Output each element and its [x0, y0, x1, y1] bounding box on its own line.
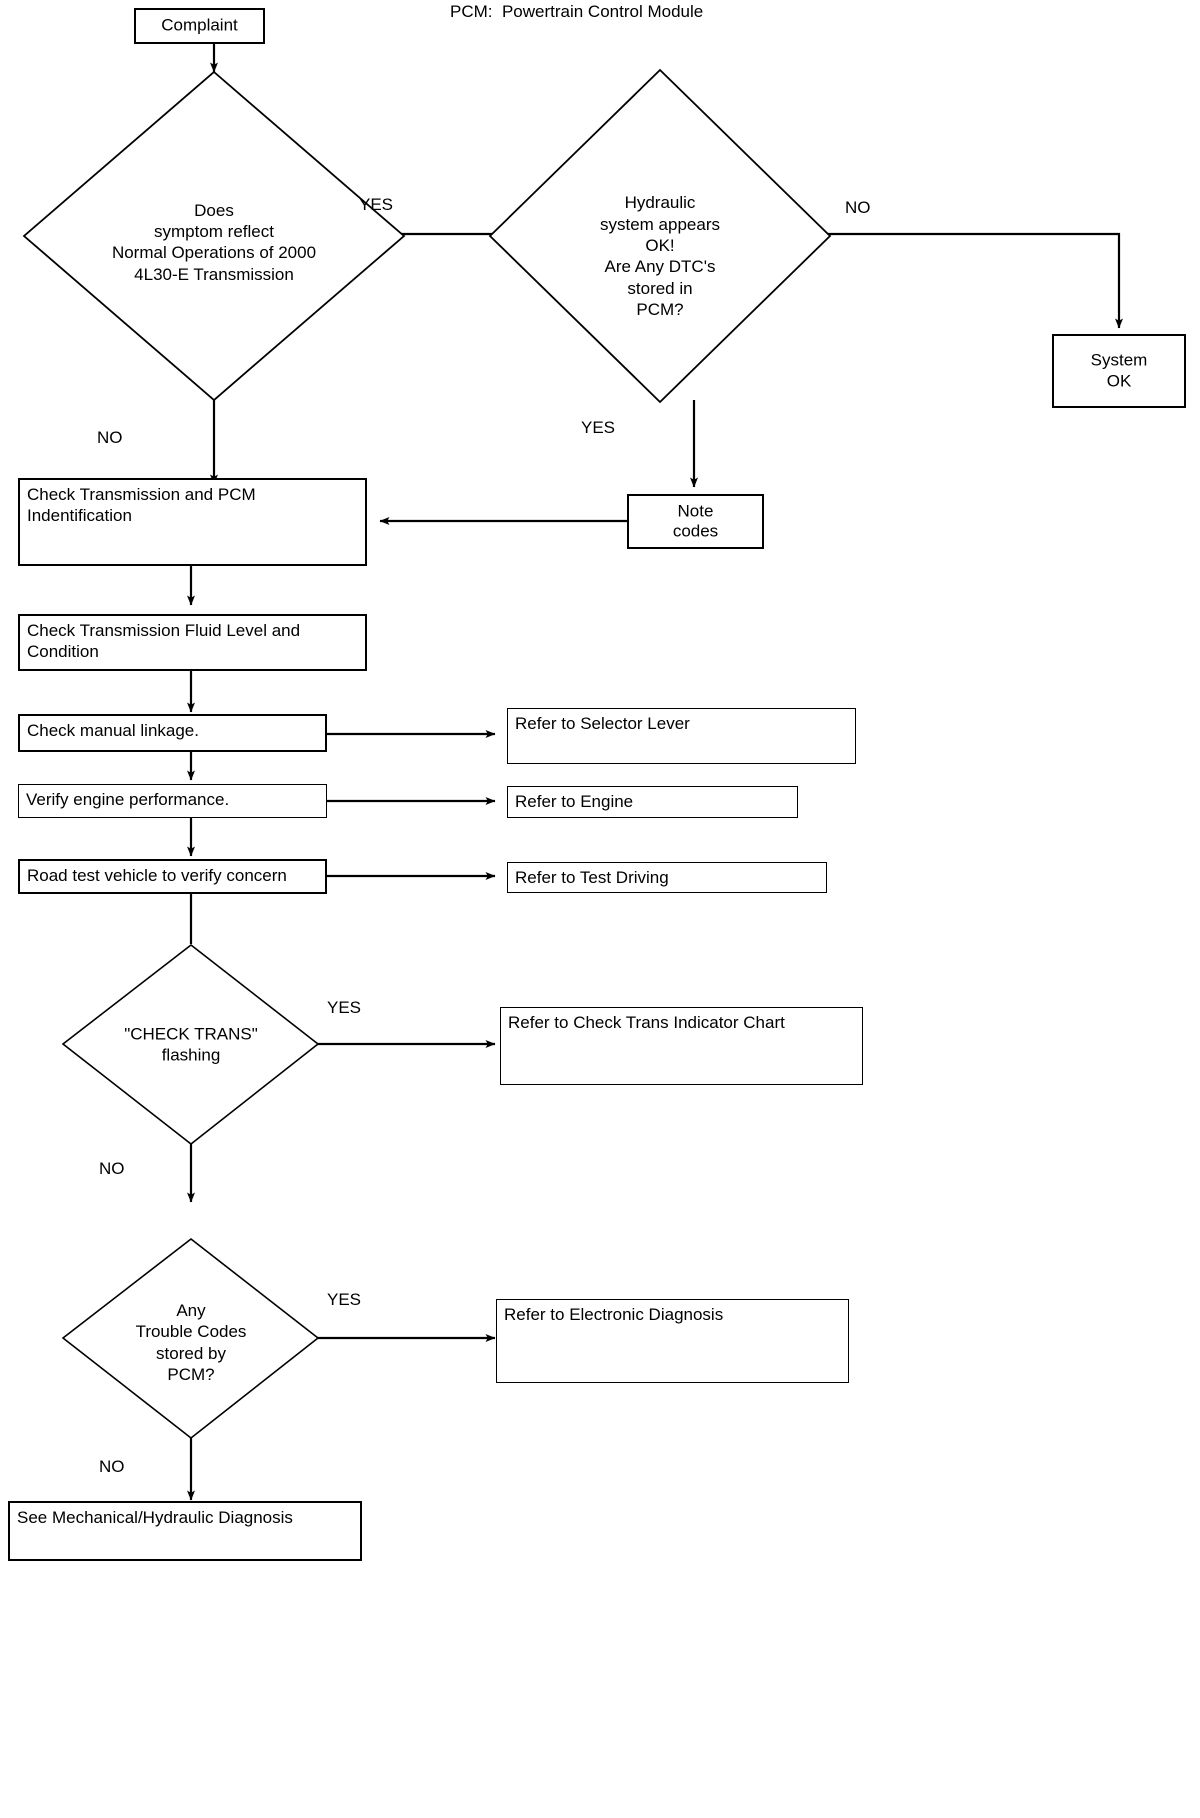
edge-label-flashing-yes: YES	[327, 998, 362, 1017]
node-hydraulic-ok-decision[interactable]: Hydraulic system appears OK! Are Any DTC…	[488, 68, 832, 404]
node-refer-to-engine-label: Refer to Engine	[515, 792, 634, 811]
node-see-mechanical-hydraulic-diagnosis[interactable]: See Mechanical/Hydraulic Diagnosis	[8, 1501, 362, 1561]
node-complaint-label: Complaint	[161, 15, 238, 35]
node-check-trans-flashing-label: "CHECK TRANS" flashing	[124, 1024, 258, 1065]
node-check-transmission-pcm-identification-label: Check Transmission and PCM Indentificati…	[27, 485, 256, 525]
edge-hydraulic-no	[828, 232, 1123, 329]
node-check-manual-linkage[interactable]: Check manual linkage.	[18, 714, 327, 752]
node-system-ok-label: System OK	[1090, 350, 1148, 390]
node-refer-to-engine[interactable]: Refer to Engine	[507, 786, 798, 818]
node-refer-to-selector-lever[interactable]: Refer to Selector Lever	[507, 708, 856, 764]
node-check-transmission-pcm-identification[interactable]: Check Transmission and PCM Indentificati…	[18, 478, 367, 566]
node-check-transmission-fluid-label: Check Transmission Fluid Level and Condi…	[27, 621, 301, 661]
diamond-shape	[61, 943, 320, 1146]
node-refer-to-test-driving[interactable]: Refer to Test Driving	[507, 862, 827, 893]
node-road-test-vehicle-label: Road test vehicle to verify concern	[27, 866, 287, 885]
node-normal-operations-decision[interactable]: Does symptom reflect Normal Operations o…	[22, 70, 406, 402]
edge-label-normalops-yes: YES	[359, 195, 394, 214]
node-note-codes[interactable]: Note codes	[627, 494, 764, 549]
node-see-mechanical-hydraulic-diagnosis-label: See Mechanical/Hydraulic Diagnosis	[17, 1508, 293, 1527]
node-normal-operations-label: Does symptom reflect Normal Operations o…	[111, 200, 317, 285]
node-verify-engine-performance[interactable]: Verify engine performance.	[18, 784, 327, 818]
edge-label-codes-yes: YES	[327, 1290, 362, 1309]
node-system-ok[interactable]: System OK	[1052, 334, 1186, 408]
node-complaint[interactable]: Complaint	[134, 8, 265, 44]
node-check-manual-linkage-label: Check manual linkage.	[27, 721, 199, 740]
node-refer-to-check-trans-indicator-chart-label: Refer to Check Trans Indicator Chart	[508, 1013, 785, 1032]
node-refer-to-electronic-diagnosis[interactable]: Refer to Electronic Diagnosis	[496, 1299, 849, 1383]
node-hydraulic-ok-label: Hydraulic system appears OK! Are Any DTC…	[600, 192, 720, 319]
legend-pcm-abbreviation: PCM: Powertrain Control Module	[450, 2, 704, 21]
node-refer-to-test-driving-label: Refer to Test Driving	[515, 868, 669, 887]
node-refer-to-selector-lever-label: Refer to Selector Lever	[515, 714, 690, 733]
diamond-shape	[61, 1237, 320, 1440]
node-verify-engine-performance-label: Verify engine performance.	[26, 790, 230, 809]
edge-label-codes-no: NO	[99, 1457, 125, 1476]
edge-label-hydraulic-yes: YES	[581, 418, 616, 437]
node-check-transmission-fluid[interactable]: Check Transmission Fluid Level and Condi…	[18, 614, 367, 671]
node-check-trans-flashing-decision[interactable]: "CHECK TRANS" flashing	[61, 943, 320, 1146]
node-any-trouble-codes-label: Any Trouble Codes stored by PCM?	[135, 1301, 247, 1385]
node-refer-to-electronic-diagnosis-label: Refer to Electronic Diagnosis	[504, 1305, 724, 1324]
node-note-codes-label: Note codes	[672, 500, 719, 541]
edge-label-flashing-no: NO	[99, 1159, 125, 1178]
node-refer-to-check-trans-indicator-chart[interactable]: Refer to Check Trans Indicator Chart	[500, 1007, 863, 1085]
edge-label-normalops-no: NO	[97, 428, 123, 447]
node-road-test-vehicle[interactable]: Road test vehicle to verify concern	[18, 859, 327, 894]
diamond-shape	[488, 68, 832, 404]
edge-label-hydraulic-no: NO	[845, 198, 871, 217]
node-any-trouble-codes-decision[interactable]: Any Trouble Codes stored by PCM?	[61, 1237, 320, 1440]
diamond-shape	[22, 70, 406, 402]
